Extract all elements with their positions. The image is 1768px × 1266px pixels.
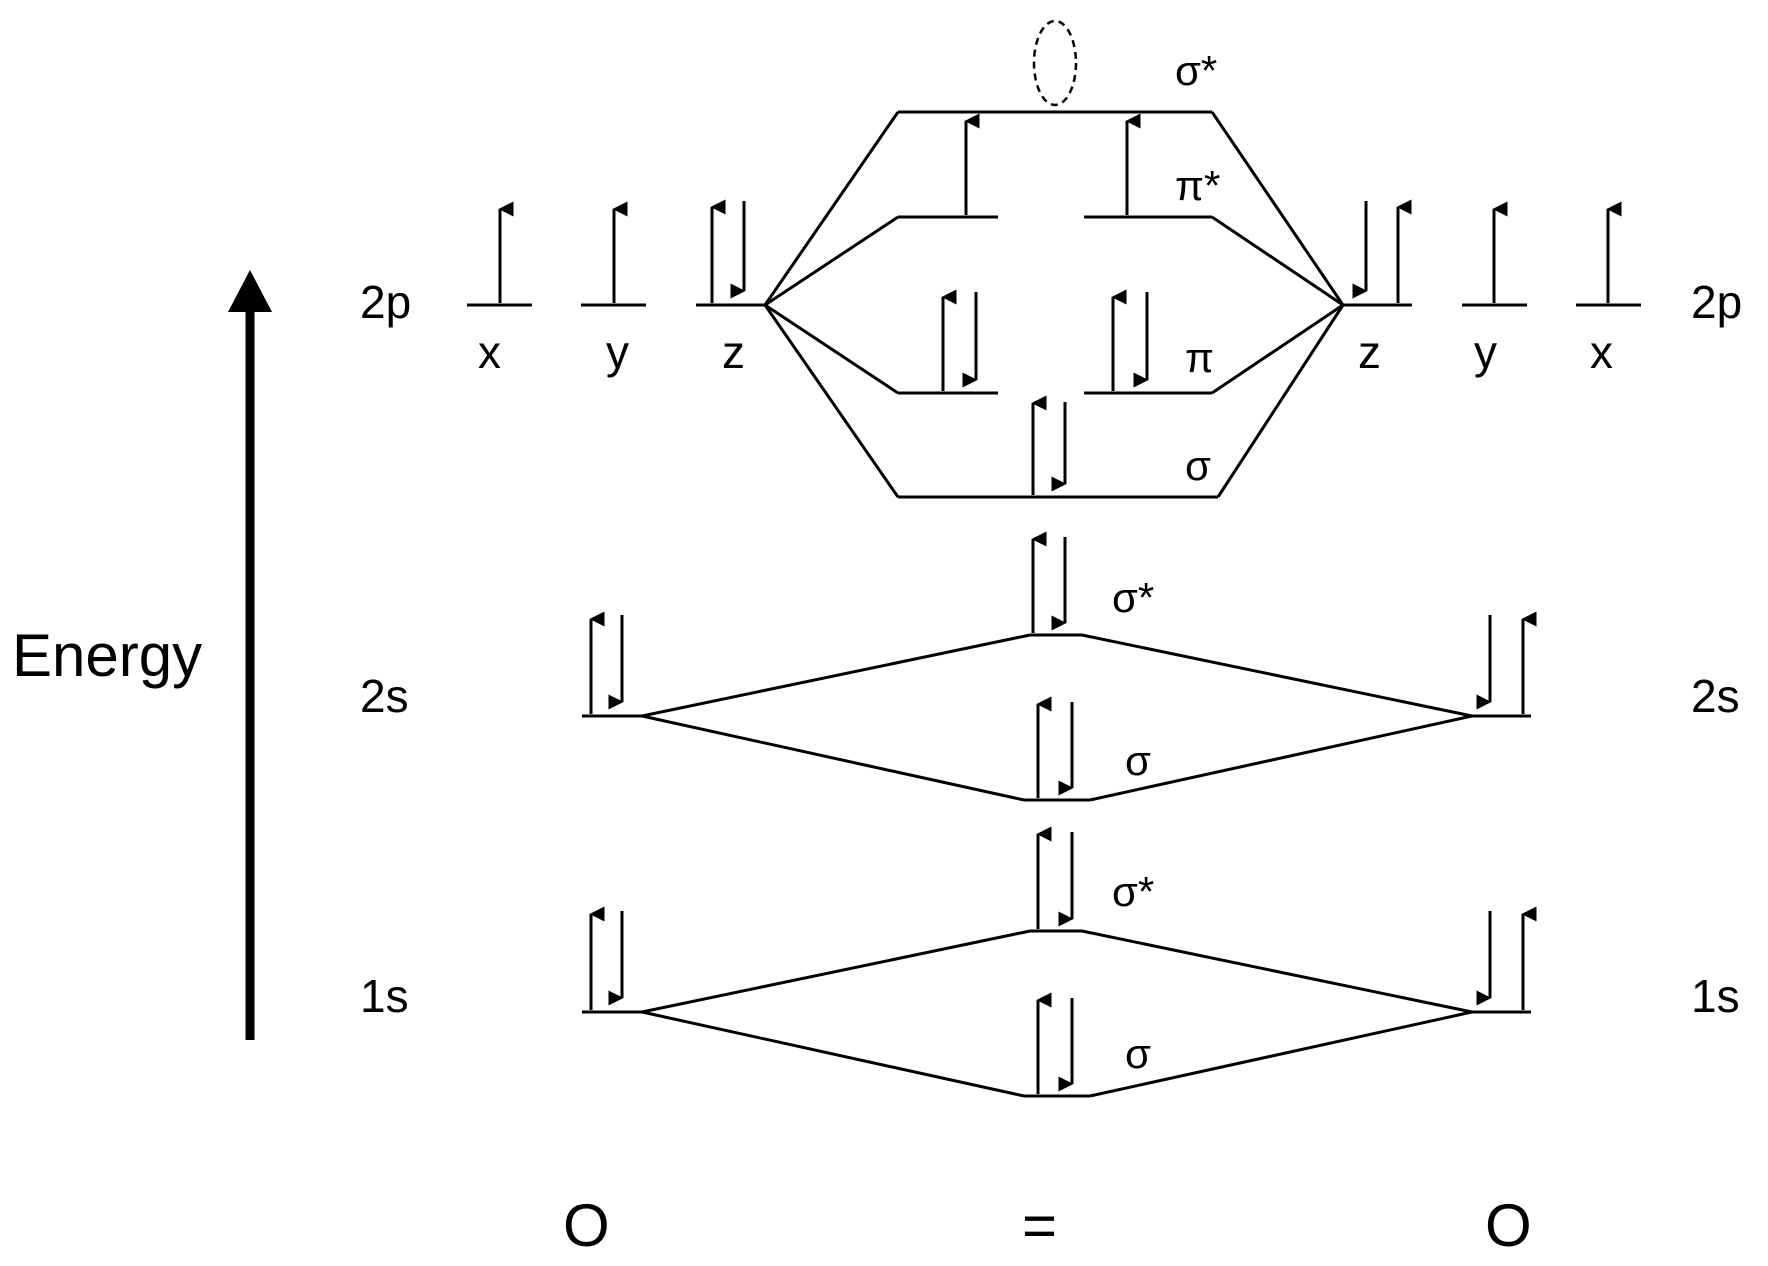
orbital-label-y-right: y	[1474, 326, 1497, 378]
mo-label-sigma-2p: σ	[1185, 442, 1211, 489]
empty-orbital-dashed-ellipse	[1032, 19, 1078, 107]
mo-label-sigma-2s: σ	[1125, 737, 1151, 784]
orbital-label-z-left: z	[722, 326, 745, 378]
energy-axis	[228, 270, 272, 1040]
shell-label-2s-right: 2s	[1691, 670, 1740, 722]
mo-2p-levels	[898, 110, 1218, 499]
mo-label-sigma-star-2p: σ*	[1175, 47, 1217, 94]
shell-label-2s-left: 2s	[360, 670, 409, 722]
shell-label-2p-left: 2p	[360, 276, 411, 328]
mo-label-pi-2p: π	[1185, 334, 1214, 381]
shell-label-1s-right: 1s	[1691, 970, 1740, 1022]
right-2p-orbitals	[1343, 199, 1641, 307]
mo-label-sigma-1s: σ	[1125, 1030, 1151, 1077]
orbital-label-y-left: y	[606, 326, 629, 378]
bond-label: =	[1022, 1192, 1057, 1259]
orbital-label-x-right: x	[1590, 326, 1613, 378]
mo-label-pi-star-2p: π*	[1175, 162, 1220, 209]
mo-2p-electrons	[941, 113, 1149, 495]
shell-label-1s-left: 1s	[360, 970, 409, 1022]
block-2s	[582, 531, 1537, 802]
mo-label-sigma-star-1s: σ*	[1112, 868, 1154, 915]
block-1s	[582, 826, 1537, 1098]
right-atom-label: O	[1485, 1192, 1532, 1259]
energy-label: Energy	[12, 622, 202, 689]
shell-label-2p-right: 2p	[1691, 276, 1742, 328]
left-atom-label: O	[563, 1192, 610, 1259]
left-2p-orbitals	[467, 199, 765, 307]
mo-label-sigma-star-2s: σ*	[1112, 574, 1154, 621]
orbital-label-x-left: x	[478, 326, 501, 378]
correlation-lines-2p	[763, 111, 1345, 498]
energy-arrow-head	[228, 270, 272, 312]
orbital-label-z-right: z	[1358, 326, 1381, 378]
